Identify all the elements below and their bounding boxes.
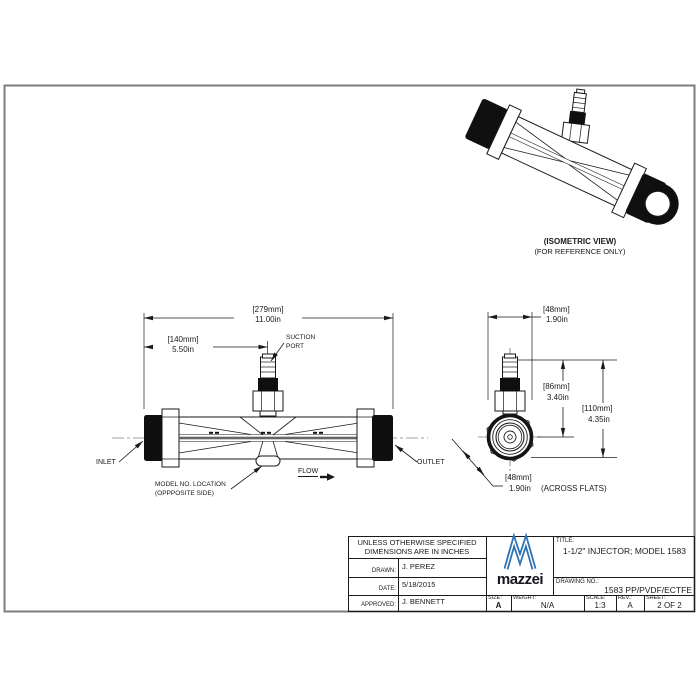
dim-width-mm: [48mm] [543, 305, 570, 314]
suction-port-label-line1: SUCTION [286, 334, 316, 341]
suction-port-label-line2: PORT [286, 343, 304, 350]
dim-overall-length-mm: [279mm] [238, 306, 298, 314]
dim-overall-length-in: 11.00in [238, 316, 298, 324]
dim-width-in: 1.90in [546, 315, 568, 324]
approved-label: APPROVED: [360, 602, 396, 608]
date-value: 5/18/2015 [402, 580, 436, 589]
drawing-no-value: 1583 PP/PVDF/ECTFE [604, 585, 692, 595]
side-view-drawing [112, 313, 428, 490]
inlet-label: INLET [96, 459, 116, 466]
dim-port-position-in: 5.50in [153, 346, 213, 354]
scale-label: SCALE: [586, 595, 606, 601]
dim-port-height-mm: [86mm] [543, 382, 570, 391]
weight-value: N/A [540, 601, 555, 610]
weight-label: WEIGHT: [513, 595, 536, 601]
drawing-no-label: DRAWING NO.: [556, 579, 599, 585]
isometric-caption-sub: (FOR REFERENCE ONLY) [534, 247, 626, 256]
rev-value: A [627, 601, 633, 610]
isometric-view-drawing [465, 88, 679, 225]
date-label: DATE: [378, 586, 396, 592]
scale-value: 1:3 [594, 601, 606, 610]
outlet-label: OUTLET [417, 459, 445, 466]
title-label: TITLE: [556, 538, 575, 544]
sheet-value: 2 OF 2 [657, 601, 682, 610]
dim-overall-height-mm: [110mm] [582, 404, 613, 413]
drawn-value: J. PEREZ [402, 562, 435, 571]
title-value: 1-1/2" INJECTOR; MODEL 1583 [563, 546, 687, 556]
size-value: A [495, 601, 502, 610]
approved-value: J. BENNETT [402, 597, 445, 606]
tolerance-note-line1: UNLESS OTHERWISE SPECIFIED [357, 538, 477, 547]
dim-across-flats-note: (ACROSS FLATS) [541, 484, 607, 493]
dim-across-flats-in: 1.90in [509, 484, 531, 493]
mazzei-logo-m-icon [503, 532, 537, 570]
tolerance-note-line2: DIMENSIONS ARE IN INCHES [364, 547, 470, 556]
model-location-label-line1: MODEL NO. LOCATION [155, 481, 226, 488]
title-block-grid [348, 536, 695, 612]
size-label: SIZE: [488, 595, 502, 601]
sheet-label: SHEET: [646, 595, 666, 601]
end-view-drawing [451, 312, 617, 487]
dim-across-flats-mm: [48mm] [505, 473, 532, 482]
dim-port-height-in: 3.40in [547, 393, 569, 402]
dim-port-position-mm: [140mm] [153, 336, 213, 344]
mazzei-logo-text: mazzei [496, 571, 544, 588]
isometric-caption: (ISOMETRIC VIEW) [543, 237, 617, 246]
dim-overall-height-in: 4.35in [588, 415, 610, 424]
drawn-label: DRAWN: [371, 568, 396, 574]
rev-label: REV.: [618, 595, 632, 601]
model-location-label-line2: (OPPPOSITE SIDE) [155, 490, 214, 497]
flow-label: FLOW [298, 468, 319, 477]
